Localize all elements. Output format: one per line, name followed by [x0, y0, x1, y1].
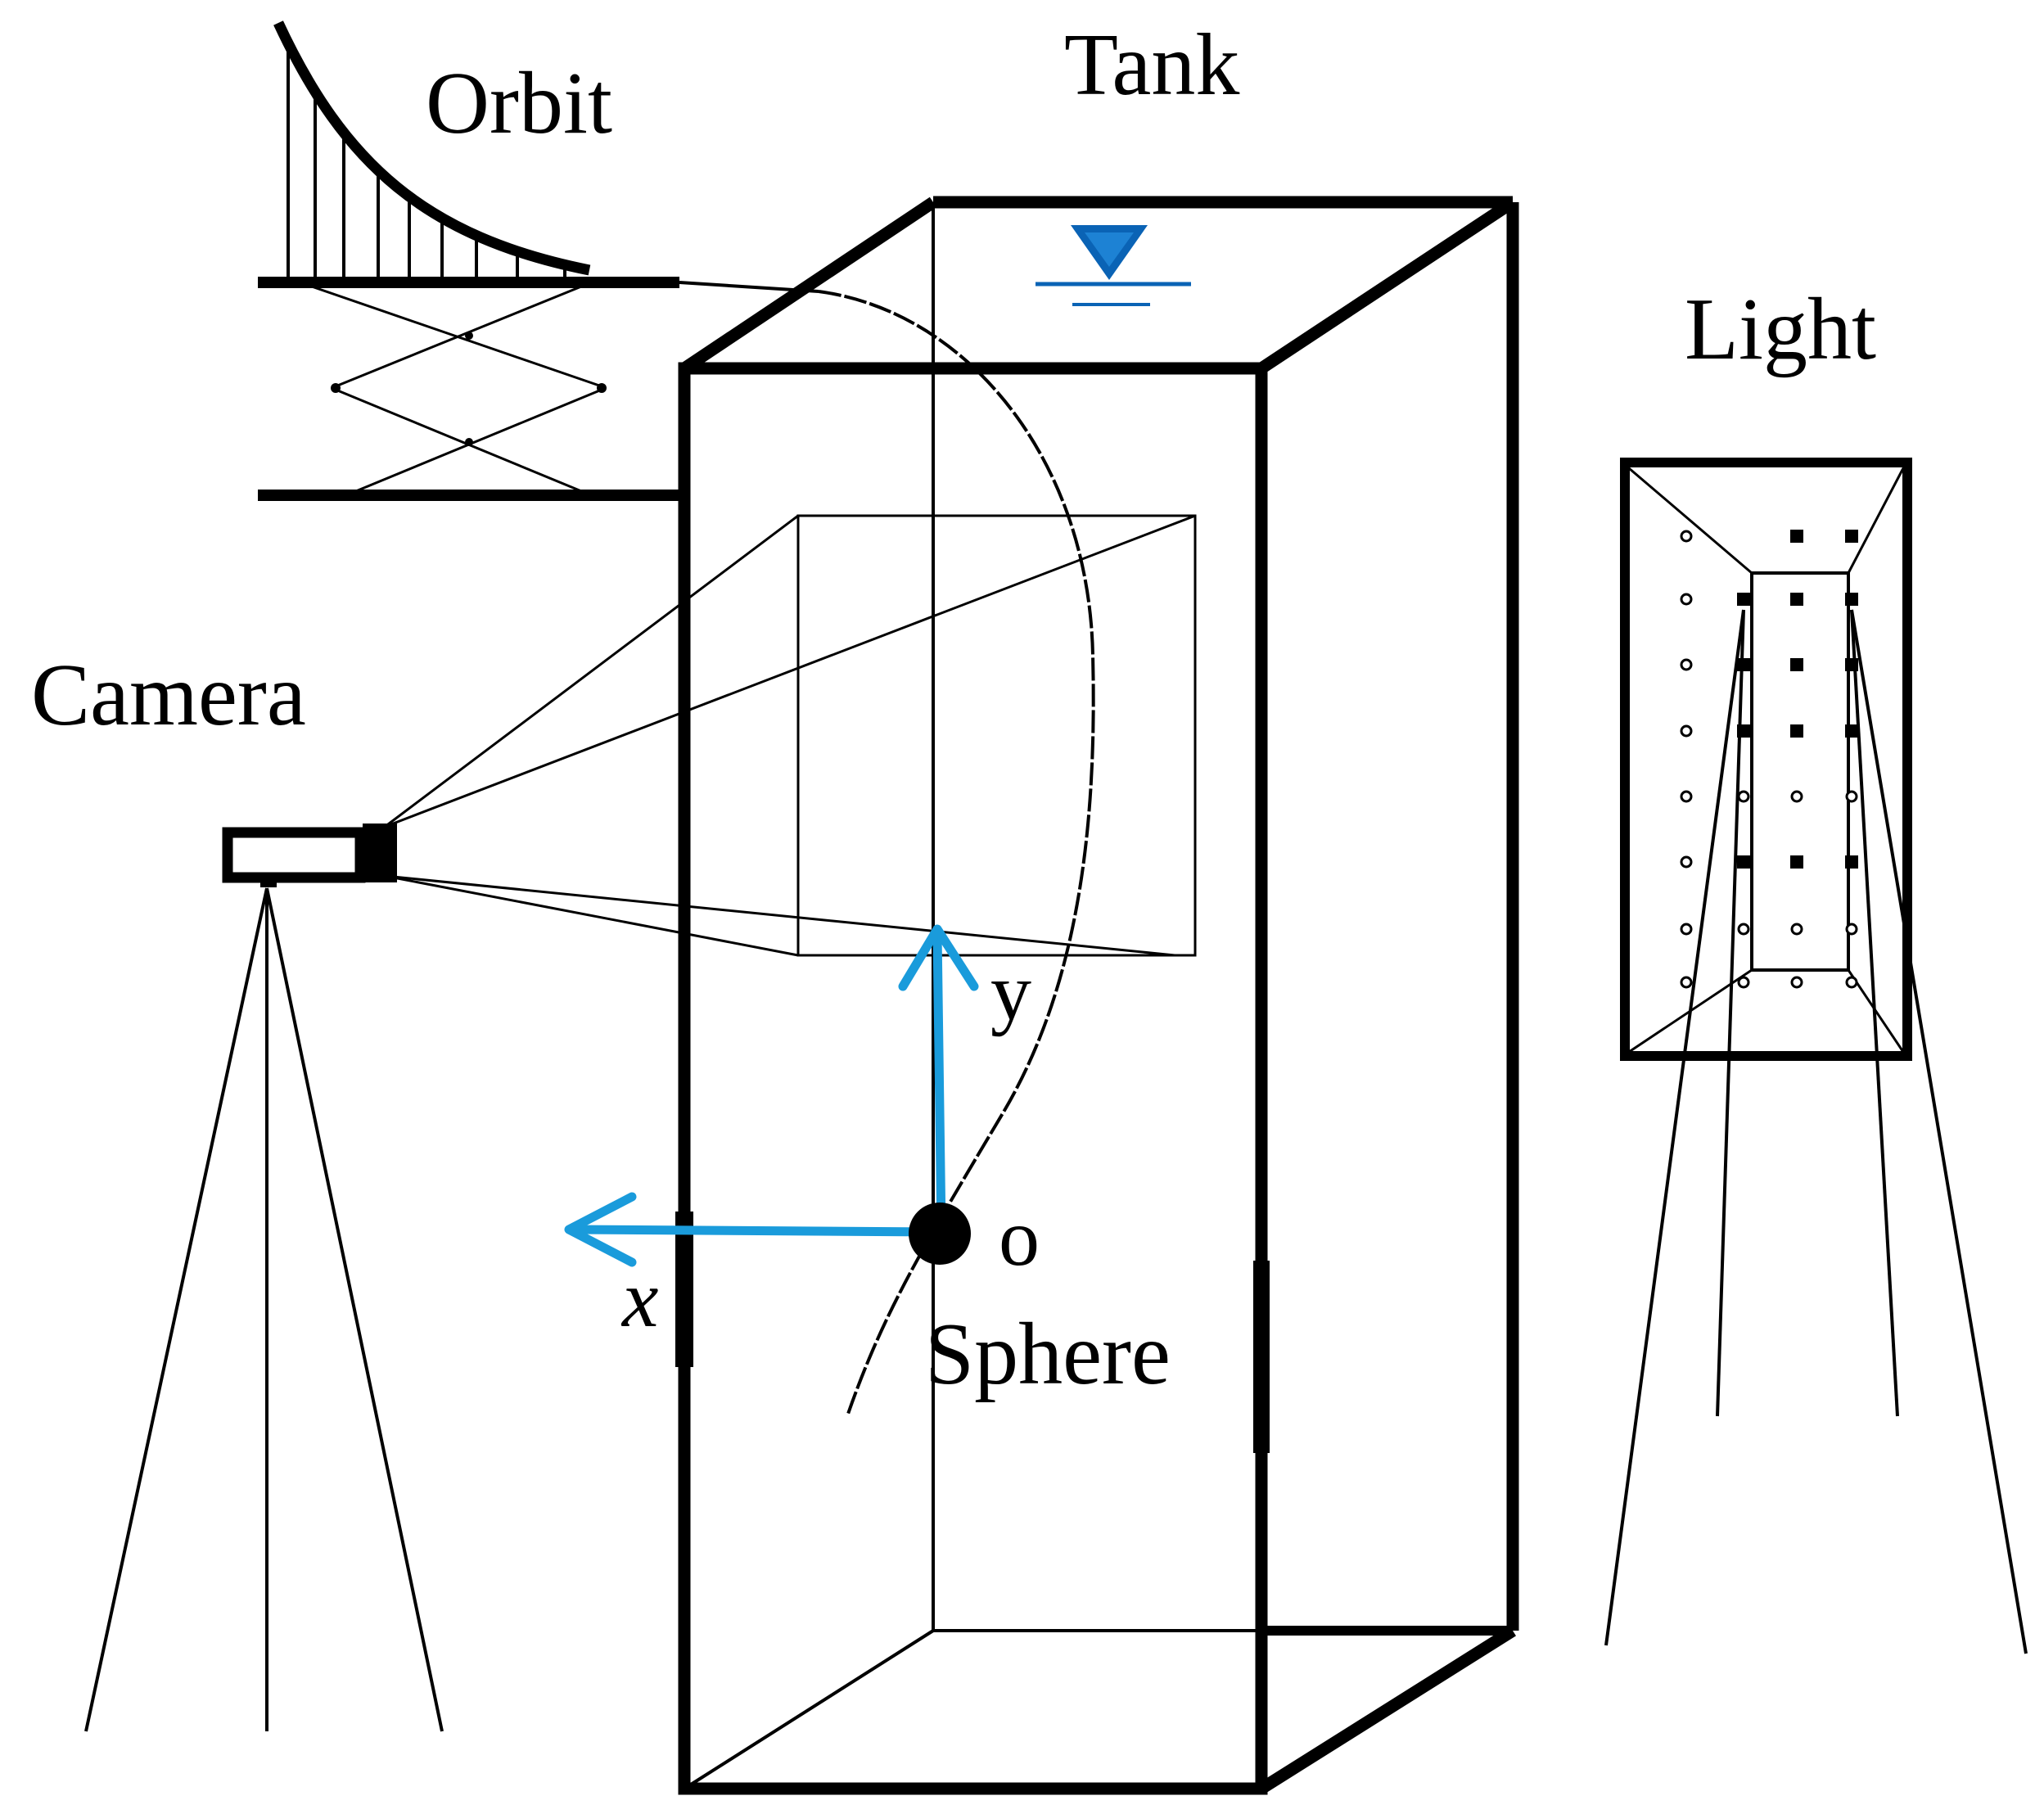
x-axis-arrowhead: [564, 1192, 637, 1267]
camera-label: Camera: [31, 647, 306, 744]
sphere-label: Sphere: [925, 1306, 1171, 1403]
camera-tripod: [84, 887, 444, 1732]
led-dot: [1680, 923, 1693, 936]
camera-view-window: [384, 514, 1197, 957]
scissor-lift: [306, 283, 602, 494]
led-dot: [1737, 923, 1750, 936]
coordinate-axes: [564, 924, 979, 1267]
led-dot: [1737, 593, 1750, 606]
tank: [675, 196, 1519, 1795]
x-axis-label: x: [620, 1253, 658, 1344]
led-dot: [1737, 855, 1750, 869]
light-label: Light: [1685, 281, 1876, 378]
y-axis-arrowhead: [898, 924, 979, 991]
water-level-triangle-icon: [1036, 225, 1191, 306]
y-axis-label: y: [990, 946, 1031, 1037]
light-panel: [1620, 458, 1912, 1061]
led-dot: [1680, 790, 1693, 803]
orbit-label: Orbit: [426, 55, 612, 152]
sphere-dot: [909, 1203, 971, 1265]
led-dot: [1790, 976, 1803, 989]
led-dot: [1790, 658, 1803, 671]
led-dot: [1845, 530, 1858, 543]
led-dot: [1845, 724, 1858, 738]
led-dot: [1680, 855, 1693, 869]
led-dot: [1790, 855, 1803, 869]
led-dot: [1680, 976, 1693, 989]
led-dot: [1680, 593, 1693, 606]
led-dot: [1845, 790, 1858, 803]
origin-label: o: [999, 1192, 1040, 1283]
orbit-hangers: [287, 49, 566, 282]
tank-label: Tank: [1064, 16, 1239, 114]
x-axis: [568, 1225, 946, 1237]
led-dot: [1680, 724, 1693, 738]
led-dot: [1845, 855, 1858, 869]
led-dot: [1845, 976, 1858, 989]
led-dot: [1790, 923, 1803, 936]
led-dot: [1790, 593, 1803, 606]
led-dot: [1790, 724, 1803, 738]
led-dot: [1737, 790, 1750, 803]
led-dot: [1845, 593, 1858, 606]
light-stand: [1604, 609, 2028, 1654]
light-led-grid: [1680, 530, 1858, 989]
y-axis: [932, 928, 946, 1237]
led-dot: [1790, 790, 1803, 803]
tank-front-face: [678, 362, 1268, 1795]
led-dot: [1845, 923, 1858, 936]
camera-icon: [222, 824, 397, 887]
led-dot: [1680, 658, 1693, 671]
orbit-curve: [273, 20, 591, 276]
led-dot: [1680, 530, 1693, 543]
led-dot: [1737, 976, 1750, 989]
led-dot: [1790, 530, 1803, 543]
orbit-assembly: [258, 20, 819, 501]
